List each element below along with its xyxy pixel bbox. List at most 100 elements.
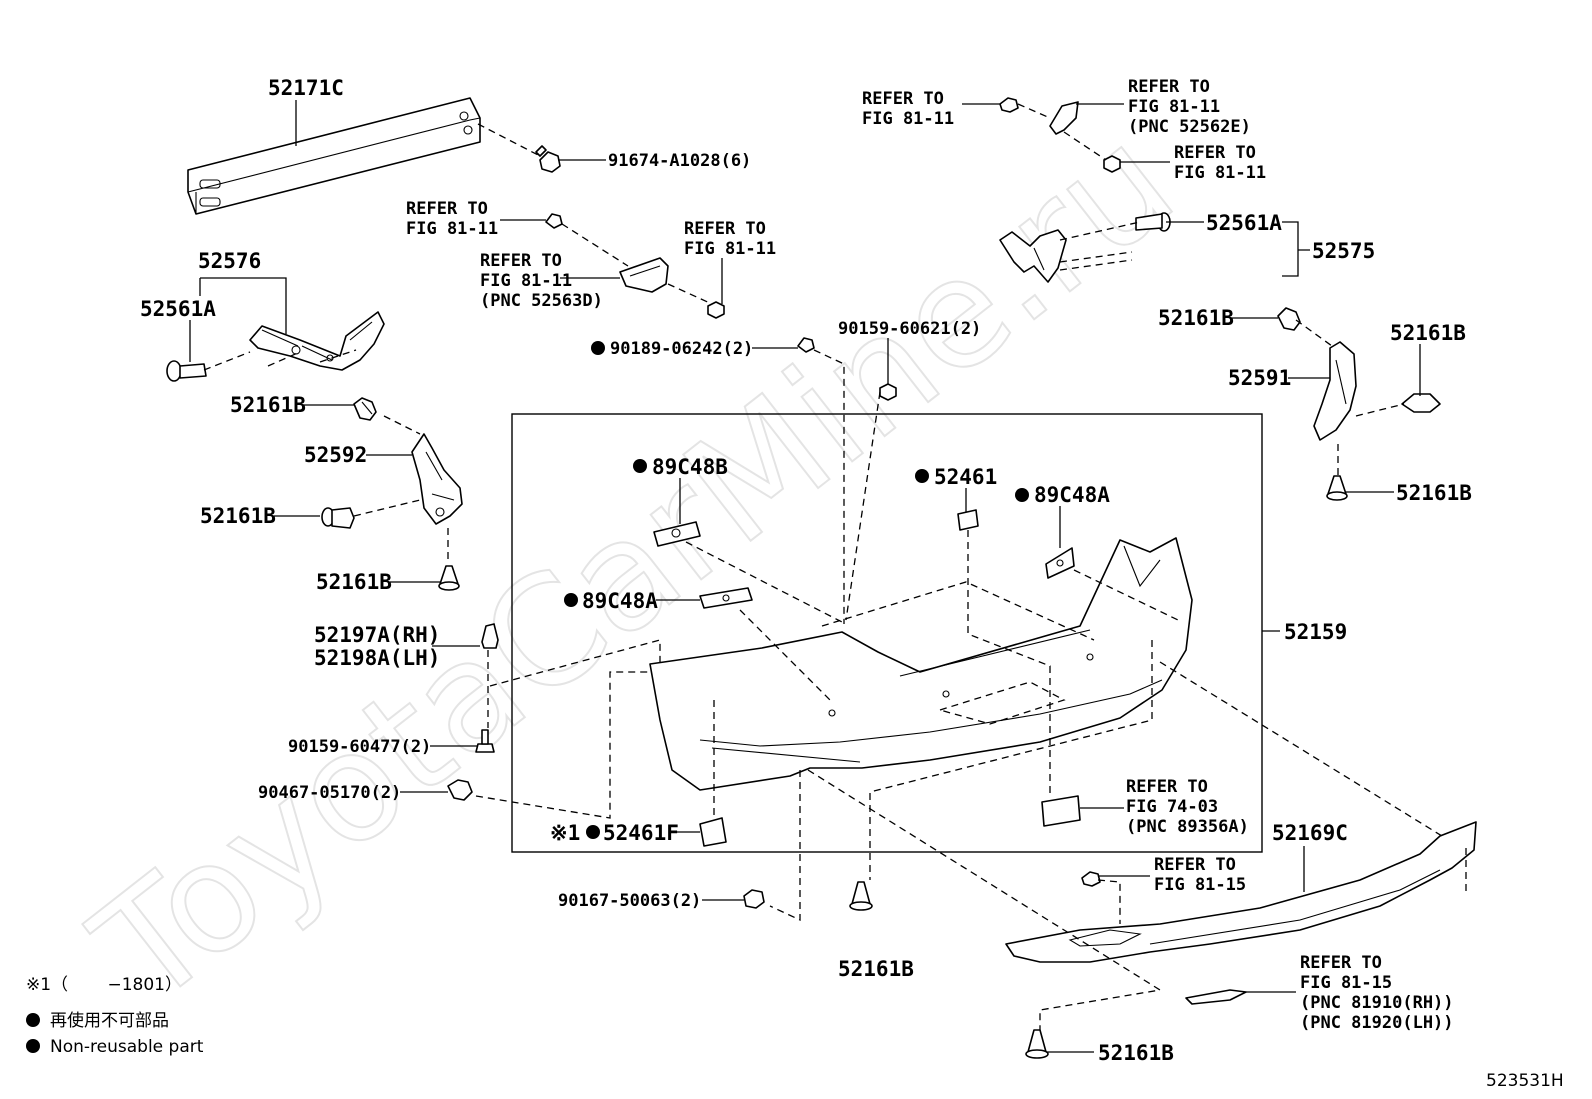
- label-89C48A-right[interactable]: 89C48A: [1034, 483, 1110, 507]
- retainer-89C48A-right[interactable]: [1045, 547, 1075, 579]
- bracket-52575[interactable]: [999, 229, 1067, 283]
- retainer-89C48B[interactable]: [653, 521, 701, 547]
- label-90189[interactable]: 90189-06242(2): [610, 339, 753, 359]
- label-52161B-l3[interactable]: 52161B: [316, 570, 392, 594]
- label-52591[interactable]: 52591: [1228, 366, 1291, 390]
- clip-52161B-r2[interactable]: [1401, 393, 1441, 413]
- clip-52161B-l2[interactable]: [321, 507, 355, 529]
- legend-nonreusable-jp: 再使用不可部品: [50, 1010, 169, 1031]
- bracket-52592[interactable]: [411, 433, 463, 525]
- label-90159-60621[interactable]: 90159-60621(2): [838, 319, 981, 339]
- nut-90189[interactable]: [797, 337, 815, 353]
- nut-ref-8115-a[interactable]: [1081, 871, 1101, 887]
- label-ref-8115-b-3[interactable]: (PNC 81910(RH)): [1300, 993, 1454, 1013]
- label-52161B-r1[interactable]: 52161B: [1158, 306, 1234, 330]
- clip-52197A[interactable]: [481, 623, 499, 649]
- label-ref-mid-c-2[interactable]: FIG 81-11: [684, 239, 776, 259]
- label-52576[interactable]: 52576: [198, 249, 261, 273]
- label-52161B-r3[interactable]: 52161B: [1396, 481, 1472, 505]
- bracket-52563D[interactable]: [619, 257, 669, 293]
- leader-lines: [189, 100, 1421, 1053]
- reinforcement-beam-52171C[interactable]: [187, 97, 481, 215]
- nonreusable-dots: [564, 341, 1029, 839]
- label-52161B-bottom[interactable]: 52161B: [838, 957, 914, 981]
- label-52198A[interactable]: 52198A(LH): [314, 646, 440, 670]
- clip-52161B-r3[interactable]: [1326, 475, 1348, 501]
- clip-52161B-r1[interactable]: [1277, 307, 1301, 331]
- label-ref-8115-b-1[interactable]: REFER TO: [1300, 953, 1382, 973]
- bolt-91674[interactable]: [535, 145, 561, 173]
- label-ref-7403-1[interactable]: REFER TO: [1126, 777, 1208, 797]
- label-90167[interactable]: 90167-50063(2): [558, 891, 701, 911]
- pad-52461[interactable]: [957, 509, 979, 531]
- label-52461[interactable]: 52461: [934, 465, 997, 489]
- label-footnote-mark: ※1: [550, 821, 580, 845]
- label-52592[interactable]: 52592: [304, 443, 367, 467]
- legend-footnote: ※1（ −1801）: [26, 975, 182, 995]
- label-ref-top-a-1[interactable]: REFER TO: [862, 89, 944, 109]
- label-52561A-right[interactable]: 52561A: [1206, 211, 1282, 235]
- clip-52161B-l1[interactable]: [353, 397, 377, 421]
- screw-52561A-right[interactable]: [1135, 212, 1171, 232]
- label-ref-mid-b-2[interactable]: FIG 81-11: [480, 271, 572, 291]
- clip-52161B-bottom[interactable]: [849, 881, 873, 911]
- label-52561A-left[interactable]: 52561A: [140, 297, 216, 321]
- label-89C48B[interactable]: 89C48B: [652, 455, 728, 479]
- nut-ref-top-a[interactable]: [999, 97, 1019, 113]
- part-81910-81920[interactable]: [1185, 989, 1247, 1005]
- label-52161B-l2[interactable]: 52161B: [200, 504, 276, 528]
- label-ref-7403-2[interactable]: FIG 74-03: [1126, 797, 1218, 817]
- label-52159[interactable]: 52159: [1284, 620, 1347, 644]
- bracket-52562E[interactable]: [1049, 101, 1079, 135]
- label-ref-mid-a-1[interactable]: REFER TO: [406, 199, 488, 219]
- clip-52161B-br[interactable]: [1025, 1029, 1049, 1059]
- label-52575[interactable]: 52575: [1312, 239, 1375, 263]
- label-ref-top-c-2[interactable]: FIG 81-11: [1174, 163, 1266, 183]
- side-bracket-52576[interactable]: [249, 311, 385, 371]
- part-labels: 52171C 91674-A1028(6) 52576 52561A 52161…: [140, 76, 1472, 1065]
- clip-52161B-l3[interactable]: [438, 565, 460, 591]
- label-ref-mid-c-1[interactable]: REFER TO: [684, 219, 766, 239]
- pad-52461F[interactable]: [699, 817, 727, 847]
- screw-52561A-left[interactable]: [166, 360, 207, 382]
- label-52171C[interactable]: 52171C: [268, 76, 344, 100]
- label-90159-60477[interactable]: 90159-60477(2): [288, 737, 431, 757]
- part-89356A[interactable]: [1041, 795, 1081, 827]
- label-ref-mid-b-1[interactable]: REFER TO: [480, 251, 562, 271]
- assembly-lines: [203, 103, 1467, 1030]
- bolt-ref-top-c[interactable]: [1103, 155, 1121, 173]
- lower-spoiler-52169C[interactable]: [1005, 821, 1477, 963]
- label-52161B-l1[interactable]: 52161B: [230, 393, 306, 417]
- label-ref-top-b-1[interactable]: REFER TO: [1128, 77, 1210, 97]
- label-52461F[interactable]: 52461F: [603, 821, 679, 845]
- label-ref-8115-b-4[interactable]: (PNC 81920(LH)): [1300, 1013, 1454, 1033]
- label-52197A[interactable]: 52197A(RH): [314, 623, 440, 647]
- nut-ref-mid-a[interactable]: [545, 213, 563, 229]
- label-ref-top-a-2[interactable]: FIG 81-11: [862, 109, 954, 129]
- label-91674[interactable]: 91674-A1028(6): [608, 151, 751, 171]
- label-ref-mid-b-3[interactable]: (PNC 52563D): [480, 291, 603, 311]
- label-89C48A-left[interactable]: 89C48A: [582, 589, 658, 613]
- label-ref-8115-a-1[interactable]: REFER TO: [1154, 855, 1236, 875]
- screw-90159-60477[interactable]: [475, 729, 495, 753]
- nut-90167[interactable]: [743, 889, 765, 909]
- label-ref-8115-b-2[interactable]: FIG 81-15: [1300, 973, 1392, 993]
- label-ref-top-b-2[interactable]: FIG 81-11: [1128, 97, 1220, 117]
- bolt-90159-60621[interactable]: [879, 383, 897, 401]
- label-ref-7403-3[interactable]: (PNC 89356A): [1126, 817, 1249, 837]
- label-90467[interactable]: 90467-05170(2): [258, 783, 401, 803]
- fastener-90467[interactable]: [447, 779, 473, 801]
- bumper-cover-group-frame: [511, 413, 1263, 853]
- label-52161B-br[interactable]: 52161B: [1098, 1041, 1174, 1065]
- label-ref-top-c-1[interactable]: REFER TO: [1174, 143, 1256, 163]
- legend-nonreusable-en: Non-reusable part: [50, 1037, 204, 1057]
- bracket-52591[interactable]: [1313, 341, 1357, 441]
- retainer-89C48A-left[interactable]: [699, 587, 753, 609]
- label-ref-mid-a-2[interactable]: FIG 81-11: [406, 219, 498, 239]
- label-ref-top-b-3[interactable]: (PNC 52562E): [1128, 117, 1251, 137]
- legend: ※1（ −1801） 再使用不可部品 Non-reusable part: [26, 975, 204, 1057]
- label-ref-8115-a-2[interactable]: FIG 81-15: [1154, 875, 1246, 895]
- label-52169C[interactable]: 52169C: [1272, 821, 1348, 845]
- bolt-ref-mid-c[interactable]: [707, 301, 725, 319]
- label-52161B-r2[interactable]: 52161B: [1390, 321, 1466, 345]
